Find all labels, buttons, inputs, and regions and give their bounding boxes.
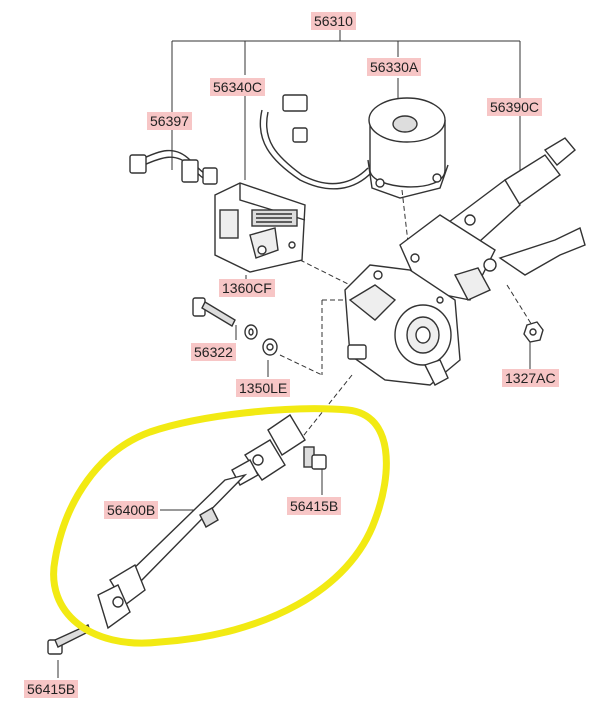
label-1360CF: 1360CF <box>219 279 275 297</box>
label-56310: 56310 <box>311 12 356 30</box>
washer-drawing <box>244 324 278 356</box>
label-1350LE: 1350LE <box>236 379 291 397</box>
wiring-harness-drawing <box>129 149 218 185</box>
label-56397: 56397 <box>147 112 192 130</box>
label-1327AC: 1327AC <box>502 369 559 387</box>
motor-drawing <box>367 97 449 199</box>
label-56340C: 56340C <box>210 78 266 96</box>
gear-housing-drawing <box>344 264 461 386</box>
label-56330A: 56330A <box>367 58 422 76</box>
label-56400B: 56400B <box>104 501 159 519</box>
bolt-drawing <box>192 297 236 327</box>
ecu-module-drawing <box>214 182 306 273</box>
motor-cable-drawing <box>259 94 373 190</box>
intermediate-shaft-drawing <box>97 414 306 630</box>
nut-drawing <box>523 321 544 343</box>
label-56322: 56322 <box>191 343 236 361</box>
leader-lines <box>57 28 531 678</box>
highlight-outline <box>50 405 390 647</box>
label-56390C: 56390C <box>487 98 543 116</box>
bolt-upper-drawing <box>303 446 327 470</box>
label-56415B-lower: 56415B <box>24 680 79 698</box>
label-56415B-upper: 56415B <box>287 497 342 515</box>
